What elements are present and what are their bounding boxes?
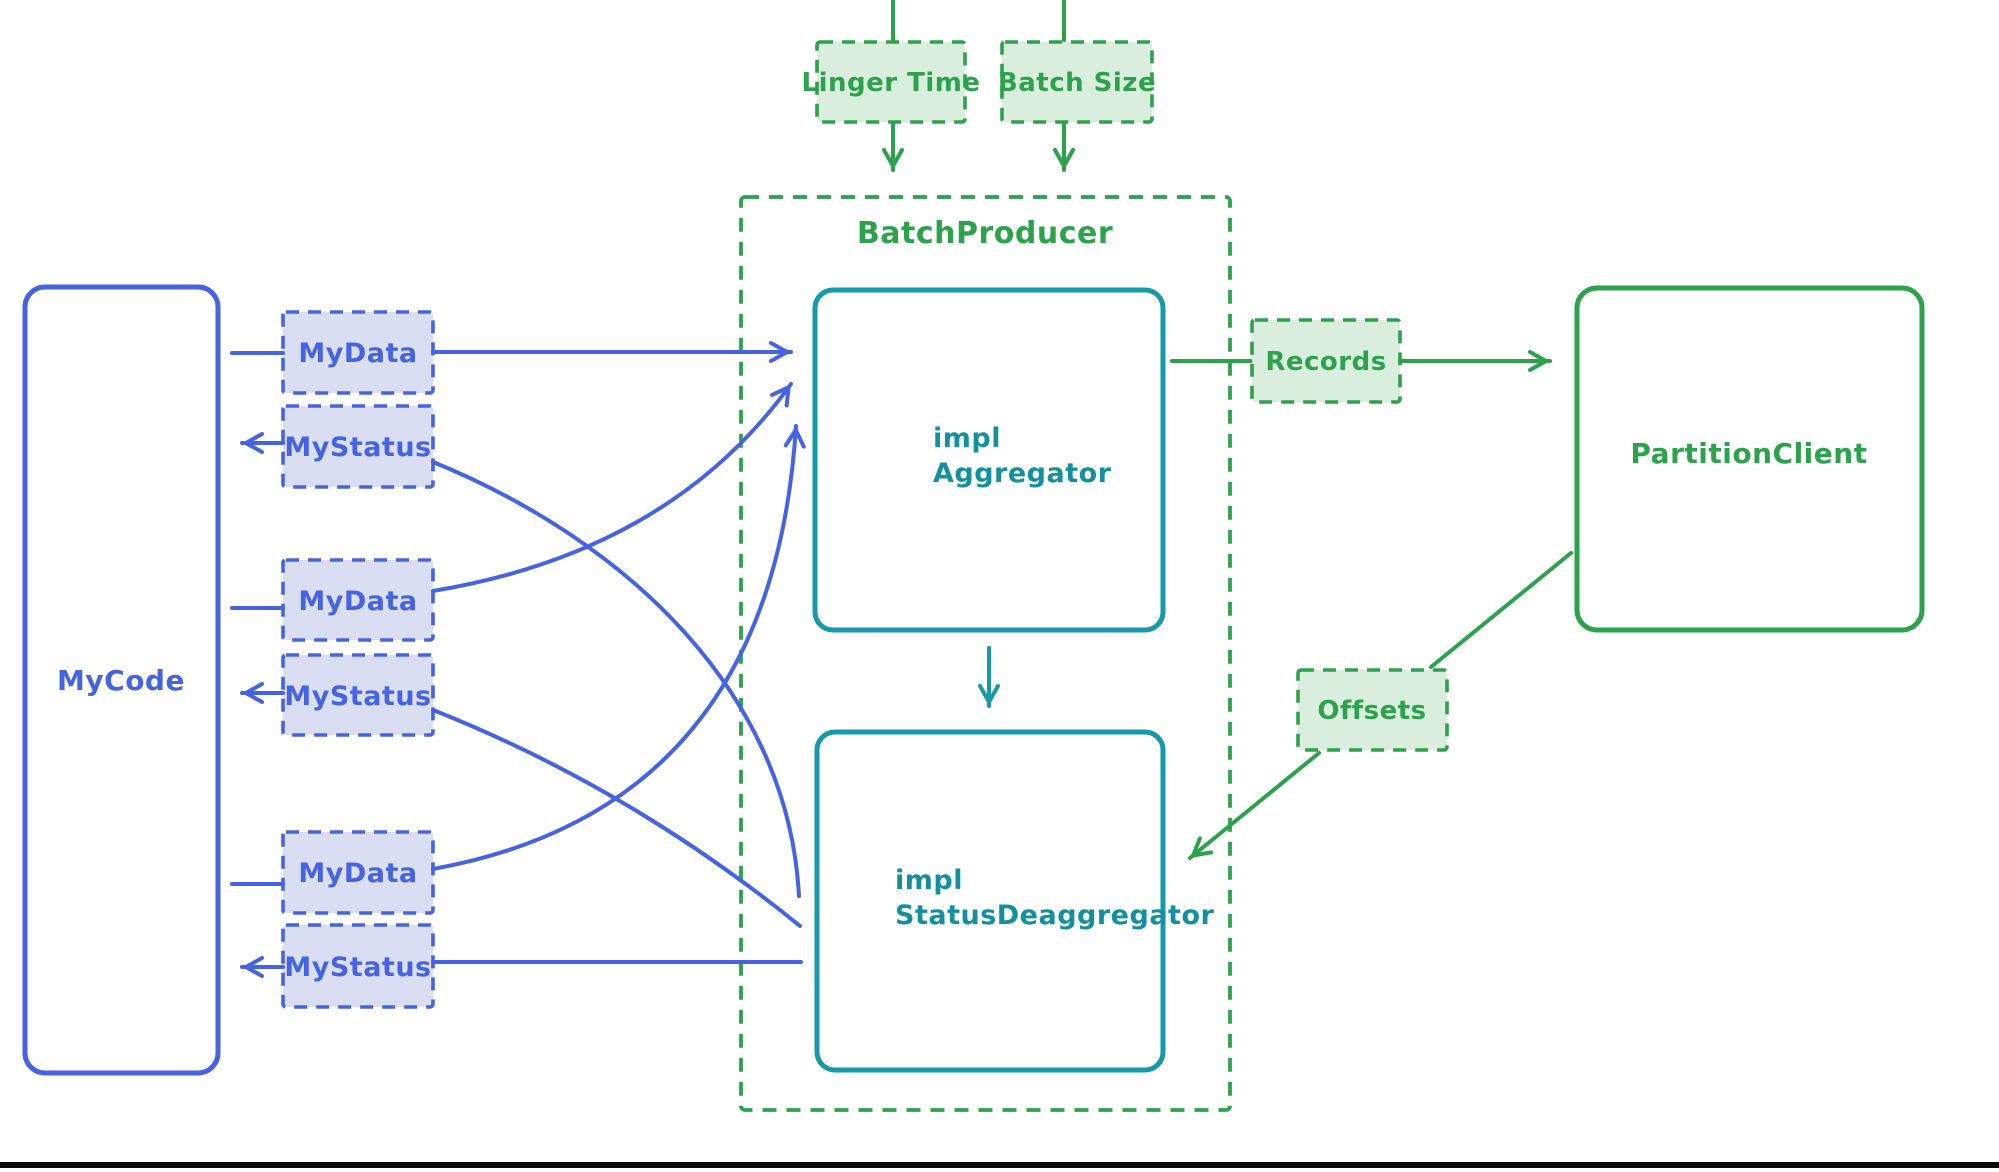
mycode-box: [22, 284, 221, 1076]
mystatus-2-label: MyStatus: [284, 681, 431, 712]
mydata-3-label: MyData: [298, 858, 417, 889]
offsets-label: Offsets: [1317, 696, 1426, 726]
arrow-mydata3-to-aggregator: [431, 424, 806, 871]
linger-time-label: Linger Time: [802, 68, 981, 98]
offsets-box: [1296, 668, 1449, 752]
bottom-divider: [0, 1162, 1999, 1168]
mydata-3-box: [281, 830, 435, 915]
mystatus-2-box: [281, 653, 435, 737]
line-deaggregator-to-mystatus1: [431, 460, 801, 898]
partition-client-label: PartitionClient: [1630, 437, 1867, 470]
mydata-2-label: MyData: [298, 586, 417, 617]
aggregator-box: [812, 287, 1166, 633]
mydata-1-label: MyData: [298, 338, 417, 369]
status-deaggregator-label-line1: impl: [895, 865, 963, 896]
line-deaggregator-to-mystatus2: [431, 708, 802, 928]
mycode-label: MyCode: [57, 664, 185, 697]
line-partition-client-to-offsets: [1429, 551, 1573, 669]
mydata-2-box: [281, 558, 435, 642]
mystatus-1-label: MyStatus: [284, 432, 431, 463]
batch-size-box: [1000, 40, 1154, 124]
batch-producer-label: BatchProducer: [857, 216, 1113, 251]
mystatus-3-box: [281, 923, 435, 1009]
arrow-mydata2-to-aggregator: [431, 382, 793, 593]
status-deaggregator-box: [814, 729, 1166, 1073]
partition-client-box: [1574, 285, 1925, 633]
aggregator-label-line2: Aggregator: [933, 458, 1112, 489]
status-deaggregator-label-line2: StatusDeaggregator: [895, 900, 1215, 931]
arrow-offsets-to-deaggregator: [1188, 751, 1321, 860]
aggregator-label-line1: impl: [933, 423, 1001, 454]
batch-size-label: Batch Size: [998, 68, 1156, 98]
mystatus-3-label: MyStatus: [284, 952, 431, 983]
mystatus-1-box: [281, 404, 435, 489]
linger-time-box: [815, 40, 967, 124]
records-label: Records: [1265, 347, 1386, 377]
